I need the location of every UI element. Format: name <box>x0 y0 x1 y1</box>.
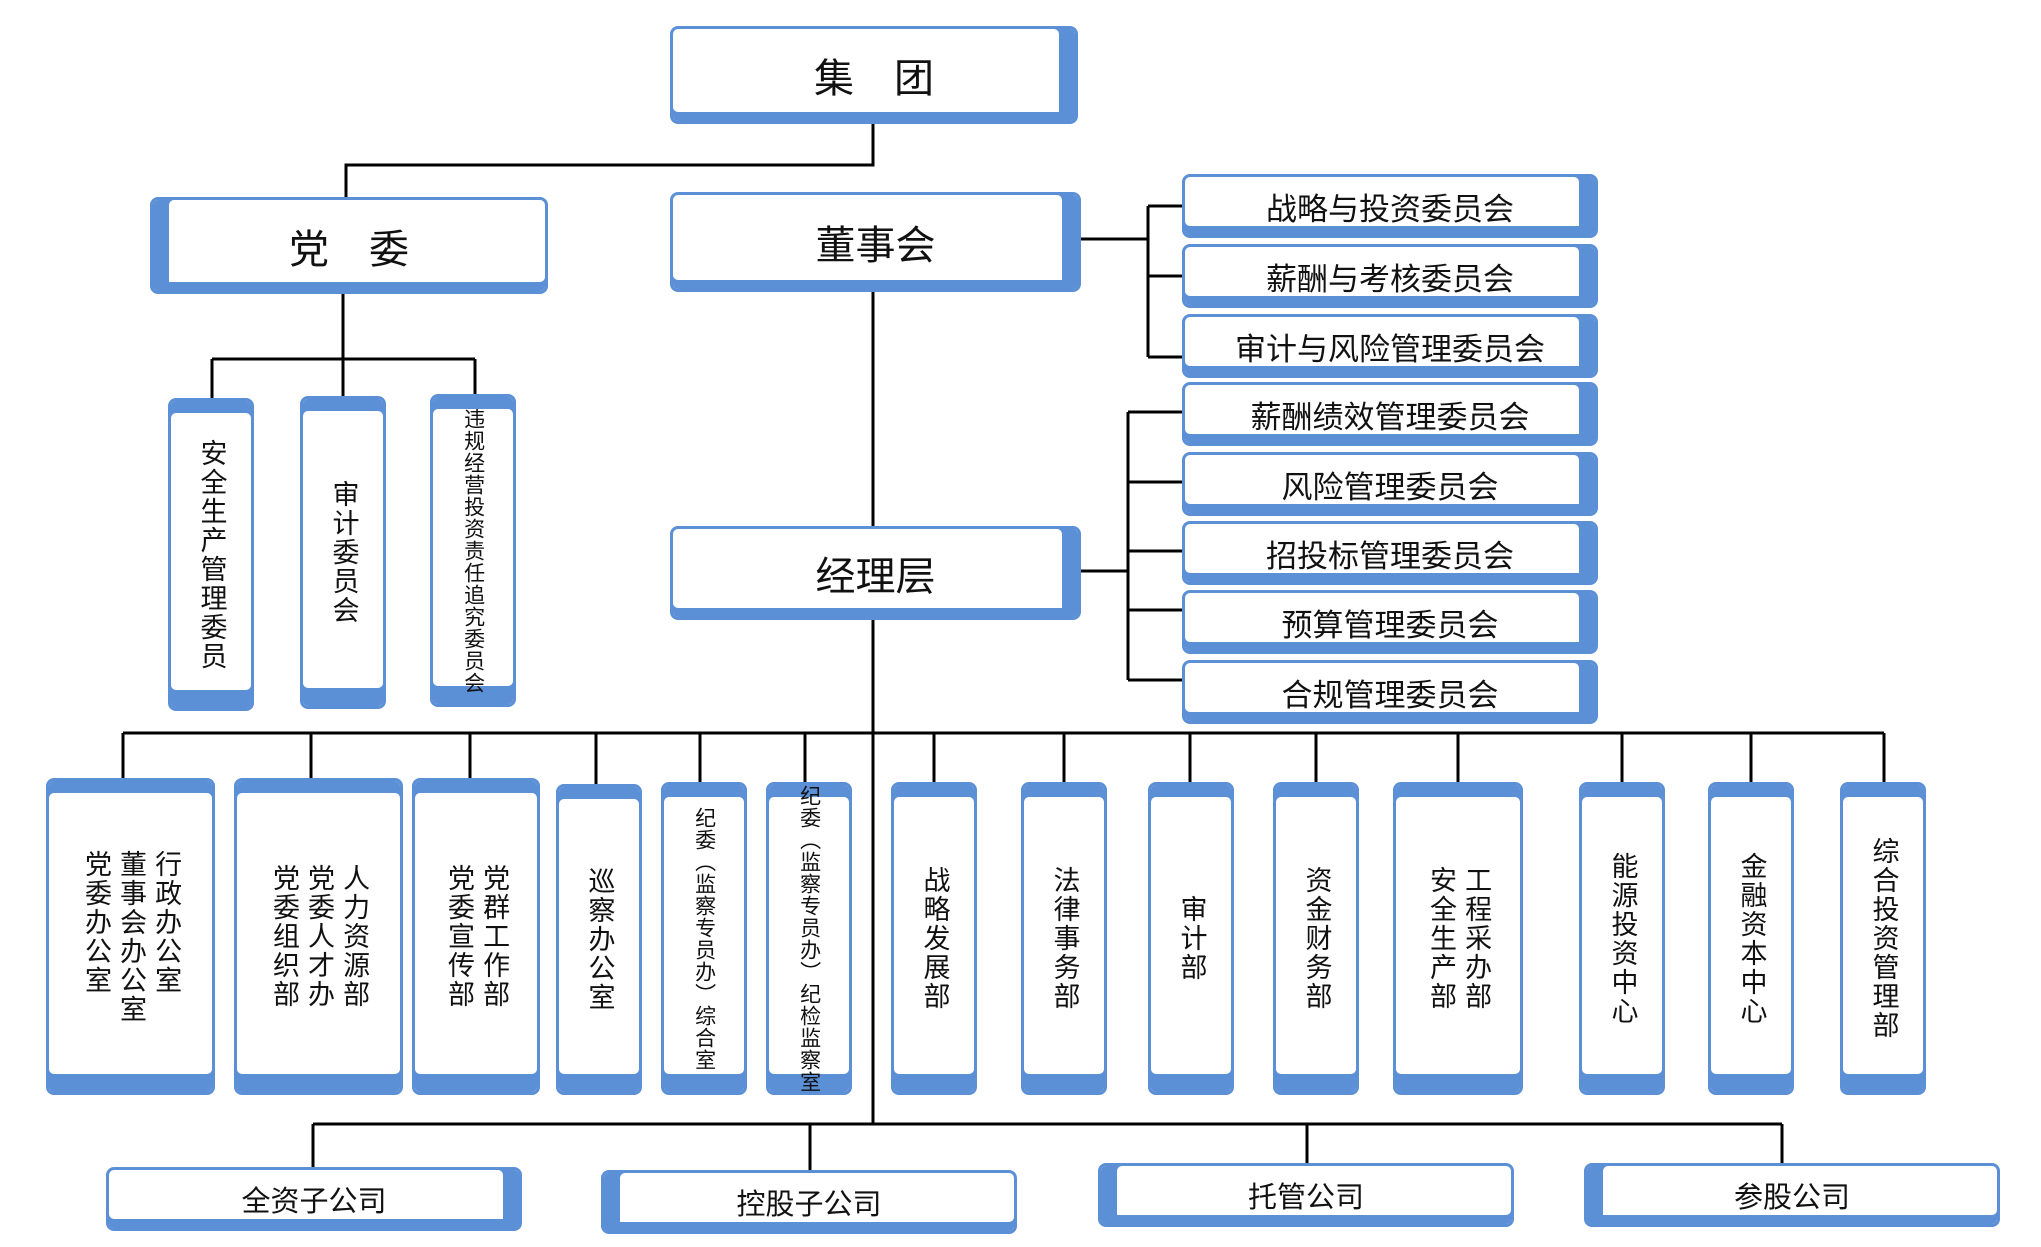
department-node[interactable]: 金融资本中心 <box>1708 782 1794 1095</box>
party-subcommittee-label: 安全生产管理委员 <box>195 438 227 671</box>
board-committee-label: 薪酬与考核委员会 <box>1266 261 1514 298</box>
department-node[interactable]: 综合投资管理部 <box>1840 782 1926 1095</box>
department-label: 综合投资管理部 <box>1867 837 1899 1040</box>
board-committee[interactable]: 战略与投资委员会 <box>1182 174 1598 238</box>
company-label: 全资子公司 <box>241 1184 387 1218</box>
management-committee[interactable]: 薪酬绩效管理委员会 <box>1182 382 1598 446</box>
connector-group-party <box>344 124 875 197</box>
company-label: 控股子公司 <box>736 1187 882 1221</box>
company-label: 参股公司 <box>1733 1180 1850 1214</box>
company-node[interactable]: 控股子公司 <box>601 1170 1017 1234</box>
department-label: 工程采办部 安全生产部 <box>1425 866 1492 1011</box>
party-subcommittee[interactable]: 安全生产管理委员 <box>168 398 254 711</box>
department-label: 纪委（监察专员办）纪检监察室 <box>797 784 822 1093</box>
department-label: 人力资源部 党委人才办 党委组织部 <box>267 864 370 1009</box>
board-committee-label: 审计与风险管理委员会 <box>1235 331 1545 368</box>
management-committee-label: 预算管理委员会 <box>1281 607 1499 644</box>
management-committee-label: 风险管理委员会 <box>1281 469 1499 506</box>
board-committee-label: 战略与投资委员会 <box>1266 191 1514 228</box>
board-committee[interactable]: 薪酬与考核委员会 <box>1182 244 1598 308</box>
department-label: 行政办公室 董事会办公室 党委办公室 <box>79 849 182 1024</box>
group-node[interactable]: 集 团 <box>670 26 1078 124</box>
management-committee[interactable]: 招投标管理委员会 <box>1182 521 1598 585</box>
department-node[interactable]: 审计部 <box>1148 782 1234 1095</box>
management-committee-label: 薪酬绩效管理委员会 <box>1250 399 1530 436</box>
department-node[interactable]: 工程采办部 安全生产部 <box>1393 782 1523 1095</box>
party-committee-label: 党 委 <box>289 226 409 273</box>
management-node[interactable]: 经理层 <box>670 526 1081 620</box>
company-label: 托管公司 <box>1247 1180 1364 1214</box>
management-committee-label: 合规管理委员会 <box>1281 677 1499 714</box>
board-node[interactable]: 董事会 <box>670 192 1081 292</box>
department-node[interactable]: 党群工作部 党委宣传部 <box>412 778 540 1095</box>
company-node[interactable]: 托管公司 <box>1098 1163 1514 1227</box>
management-committee[interactable]: 预算管理委员会 <box>1182 590 1598 654</box>
party-subcommittee[interactable]: 审计委员会 <box>300 396 386 709</box>
department-label: 巡察办公室 <box>583 867 615 1012</box>
department-node[interactable]: 行政办公室 董事会办公室 党委办公室 <box>46 778 215 1095</box>
company-node[interactable]: 参股公司 <box>1584 1163 2000 1227</box>
party-subcommittee-label: 违规经营投资责任追究委员会 <box>461 407 486 694</box>
department-label: 能源投资中心 <box>1606 851 1638 1026</box>
management-label: 经理层 <box>815 554 936 600</box>
department-label: 审计部 <box>1175 895 1207 982</box>
department-label: 法律事务部 <box>1048 866 1080 1011</box>
management-committee-label: 招投标管理委员会 <box>1266 538 1514 575</box>
party-subcommittee[interactable]: 违规经营投资责任追究委员会 <box>430 394 516 707</box>
department-label: 金融资本中心 <box>1735 851 1767 1026</box>
party-committee-node[interactable]: 党 委 <box>150 197 548 294</box>
department-node[interactable]: 巡察办公室 <box>556 784 642 1095</box>
management-committee[interactable]: 合规管理委员会 <box>1182 660 1598 724</box>
department-label: 战略发展部 <box>918 866 950 1011</box>
company-node[interactable]: 全资子公司 <box>106 1167 522 1231</box>
department-node[interactable]: 纪委（监察专员办）纪检监察室 <box>766 782 852 1095</box>
department-node[interactable]: 人力资源部 党委人才办 党委组织部 <box>234 778 403 1095</box>
board-committee[interactable]: 审计与风险管理委员会 <box>1182 314 1598 378</box>
department-node[interactable]: 法律事务部 <box>1021 782 1107 1095</box>
department-node[interactable]: 纪委（监察专员办）综合室 <box>661 782 747 1095</box>
department-label: 纪委（监察专员办）综合室 <box>692 806 717 1071</box>
department-label: 党群工作部 党委宣传部 <box>443 864 510 1009</box>
group-node-label: 集 团 <box>814 56 934 102</box>
department-label: 资金财务部 <box>1300 866 1332 1011</box>
department-node[interactable]: 能源投资中心 <box>1579 782 1665 1095</box>
department-node[interactable]: 资金财务部 <box>1273 782 1359 1095</box>
board-label: 董事会 <box>815 223 936 269</box>
management-committee[interactable]: 风险管理委员会 <box>1182 452 1598 516</box>
party-subcommittee-label: 审计委员会 <box>327 480 359 625</box>
department-node[interactable]: 战略发展部 <box>891 782 977 1095</box>
